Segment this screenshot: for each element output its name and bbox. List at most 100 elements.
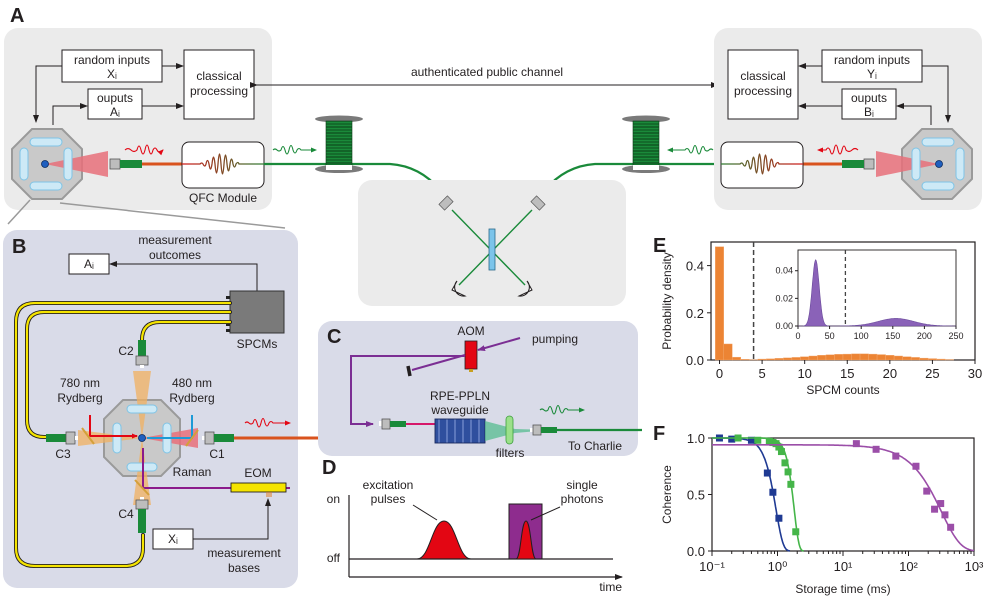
eom-device bbox=[230, 482, 287, 493]
hist-bar bbox=[800, 356, 810, 361]
y-tick-label: 1.0 bbox=[687, 431, 705, 446]
y-tick-label: 0.2 bbox=[686, 306, 704, 321]
data-point-green bbox=[781, 459, 789, 467]
panel-b: B measurement outcomes Aᵢ SPCMs bbox=[3, 230, 298, 588]
hist-bar bbox=[715, 246, 724, 361]
aom-device bbox=[464, 340, 478, 370]
data-point-green bbox=[765, 437, 773, 445]
panel-e-letter: E bbox=[653, 235, 666, 257]
c1-label: C1 bbox=[209, 447, 225, 461]
zoom-line-right bbox=[59, 202, 286, 229]
bob-outputs-label: ouputs bbox=[851, 91, 887, 105]
plot-frame bbox=[711, 437, 975, 552]
qfc-module-label: QFC Module bbox=[189, 191, 257, 205]
bob-processing-line1: classical bbox=[740, 69, 785, 83]
hist-bar bbox=[919, 357, 929, 361]
aom-label: AOM bbox=[457, 324, 484, 338]
filter-element bbox=[505, 415, 514, 445]
eom-label: EOM bbox=[244, 466, 271, 480]
fiber-spool-right bbox=[622, 115, 670, 173]
hist-bar bbox=[902, 356, 912, 361]
pumping-label: pumping bbox=[532, 332, 578, 346]
bob-station: classical processing random inputs Yᵢ ou… bbox=[714, 28, 982, 210]
data-point-purple bbox=[892, 452, 900, 460]
panel-a-letter: A bbox=[10, 5, 24, 27]
hist-bar bbox=[927, 358, 937, 361]
outcome-label-2: outcomes bbox=[149, 248, 201, 262]
bob-random-inputs-label: random inputs bbox=[834, 53, 910, 67]
fiber-network bbox=[264, 115, 722, 199]
data-point-purple bbox=[941, 511, 949, 519]
y-tick-label: 0.5 bbox=[687, 488, 705, 503]
inset-frame bbox=[797, 249, 957, 327]
y-tick-label: 0.4 bbox=[686, 259, 704, 274]
fiber-spool-left bbox=[315, 115, 363, 173]
x-tick-label: 10¹ bbox=[834, 559, 853, 574]
ppln-waveguide bbox=[434, 418, 486, 444]
hist-bar bbox=[842, 353, 852, 361]
detector-left bbox=[451, 280, 467, 297]
fit-curve-purple bbox=[712, 444, 975, 552]
data-point-blue bbox=[775, 514, 783, 522]
x-tick-label: 10⁰ bbox=[768, 559, 788, 574]
panel-c-letter: C bbox=[327, 326, 341, 348]
hist-bar bbox=[859, 353, 869, 361]
hist-bar bbox=[936, 358, 946, 361]
zoom-line-left bbox=[7, 199, 31, 225]
bob-atom-cell bbox=[876, 128, 973, 200]
alice-processing-line2: processing bbox=[190, 84, 248, 98]
hist-bar bbox=[774, 358, 784, 361]
excitation-label-1: excitation bbox=[363, 478, 414, 492]
alice-outputs-var: Aᵢ bbox=[110, 105, 120, 119]
x-tick-label: 30 bbox=[968, 366, 982, 381]
data-point-purple bbox=[937, 500, 945, 508]
c2-label: C2 bbox=[118, 344, 134, 358]
x-tick-label: 5 bbox=[758, 366, 765, 381]
data-point-green bbox=[787, 480, 795, 488]
x-tick-label: 10³ bbox=[965, 559, 984, 574]
bases-box-var: Xᵢ bbox=[168, 532, 178, 546]
hist-bar bbox=[834, 354, 844, 361]
coupler-c2 bbox=[135, 340, 149, 368]
bob-outputs-var: Bᵢ bbox=[864, 105, 874, 119]
data-point-purple bbox=[947, 523, 955, 531]
excitation-pulse bbox=[349, 520, 472, 560]
laser-480-line1: 480 nm bbox=[172, 376, 212, 390]
hist-bar bbox=[757, 358, 767, 361]
inset-x-tick-label: 150 bbox=[885, 331, 900, 341]
alice-atom-cell bbox=[11, 128, 108, 200]
hist-bar bbox=[723, 343, 733, 361]
outcome-label-1: measurement bbox=[138, 233, 212, 247]
panel-b-letter: B bbox=[12, 236, 26, 258]
hist-bar bbox=[732, 356, 742, 361]
y-axis-label: Coherence bbox=[660, 465, 674, 524]
hist-bar bbox=[910, 357, 920, 361]
c4-label: C4 bbox=[118, 507, 134, 521]
laser-780-line1: 780 nm bbox=[60, 376, 100, 390]
panel-d: D excitation pulses single photons on of… bbox=[322, 457, 623, 594]
data-point-green bbox=[777, 448, 785, 456]
raman-label: Raman bbox=[173, 465, 212, 479]
bob-random-inputs-var: Yᵢ bbox=[867, 67, 877, 81]
inset-y-tick-label: 0.00 bbox=[775, 321, 793, 331]
hist-bar bbox=[876, 354, 886, 361]
hist-bar bbox=[791, 357, 801, 361]
y-tick-label: 0.0 bbox=[687, 544, 705, 559]
hist-bar bbox=[868, 353, 878, 361]
x-axis-label: Storage time (ms) bbox=[795, 582, 890, 596]
data-point-blue bbox=[769, 488, 777, 496]
panel-d-letter: D bbox=[322, 457, 336, 479]
single-photons-label-2: photons bbox=[561, 492, 604, 506]
data-point-purple bbox=[931, 505, 939, 513]
laser-480-line2: Rydberg bbox=[169, 391, 214, 405]
public-channel-label: authenticated public channel bbox=[411, 65, 563, 79]
data-point-green bbox=[754, 436, 762, 444]
bases-label-1: measurement bbox=[207, 546, 281, 560]
y-axis-label: Probability density bbox=[660, 252, 674, 349]
x-tick-label: 10⁻¹ bbox=[699, 559, 725, 574]
single-photon-pulse bbox=[515, 520, 537, 560]
hist-bar bbox=[740, 359, 750, 361]
panel-f-letter: F bbox=[653, 423, 665, 445]
panel-c: C AOM pumping RPE-PPLN waveguide filters… bbox=[318, 321, 642, 460]
